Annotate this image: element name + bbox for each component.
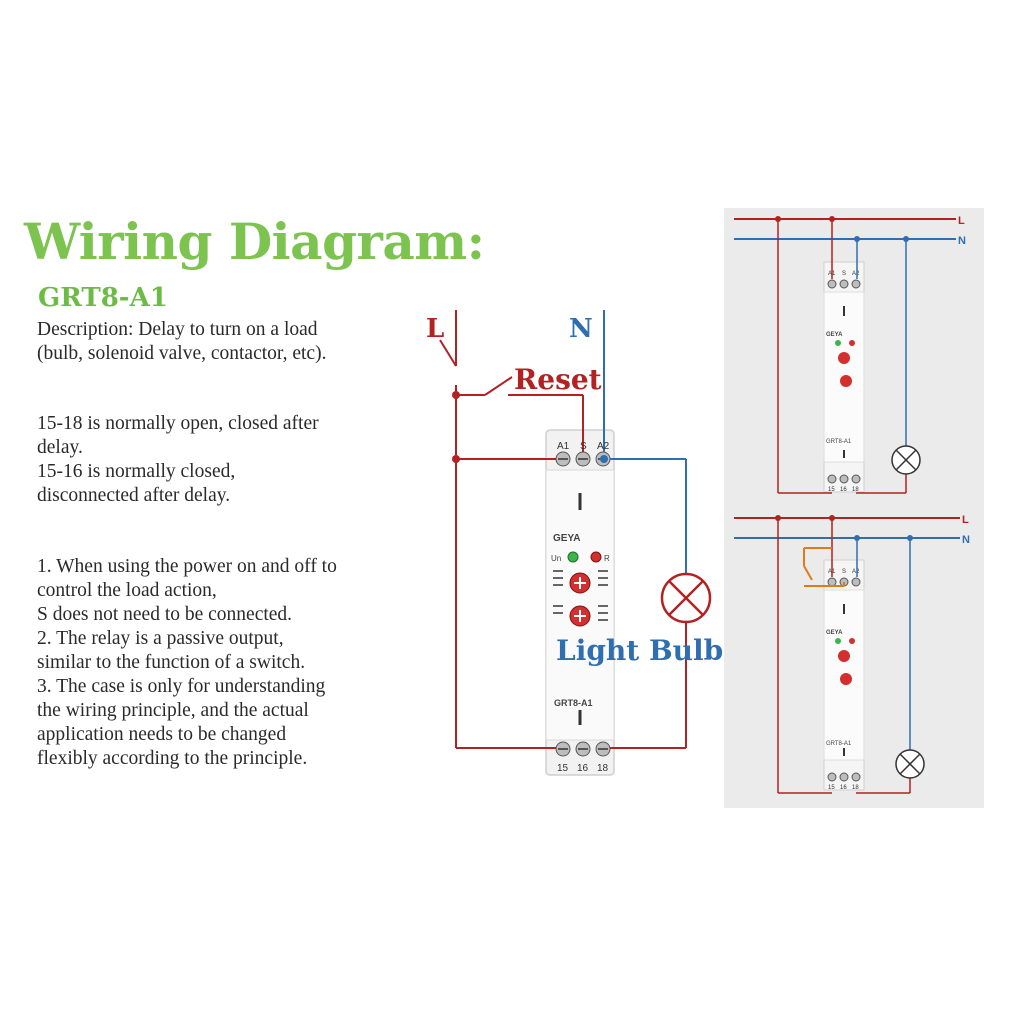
terminal-label: 16 — [840, 785, 847, 791]
live-label: L — [958, 215, 965, 227]
terminal-label: A2 — [852, 271, 860, 277]
neutral-label: N — [962, 534, 970, 546]
note-line: application needs to be changed — [37, 724, 287, 745]
un-indicator-label: Un — [551, 554, 561, 563]
mini-diagram-top: L N GEYA GRT8-A1 A1 S A2 15 16 18 — [724, 208, 984, 508]
mini-diagram-bottom: L N GEYA GRT8-A1 A1 S A2 15 16 18 — [724, 508, 984, 808]
description-line: (bulb, solenoid valve, contactor, etc). — [37, 343, 327, 364]
note-line: 1. When using the power on and off to — [37, 556, 337, 577]
terminal-label: 16 — [577, 763, 589, 774]
terminal-label: A2 — [852, 569, 860, 575]
light-bulb-icon — [891, 445, 921, 475]
model-name: GRT8-A1 — [38, 283, 168, 313]
note-line: the wiring principle, and the actual — [37, 700, 309, 721]
junction-dot — [600, 455, 608, 463]
terminal-label: 15 — [828, 487, 835, 493]
light-bulb-label: Light Bulb — [556, 634, 723, 667]
note-line: control the load action, — [37, 580, 217, 601]
main-relay — [545, 429, 615, 776]
terminal-label: S — [842, 271, 846, 277]
main-wiring-diagram: L N Reset Light Bulb GEYA Un R GRT8-A1 A… — [426, 310, 723, 776]
note-line: 2. The relay is a passive output, — [37, 628, 284, 649]
terminal-label: A1 — [557, 441, 570, 452]
light-bulb-icon — [660, 572, 712, 624]
brand-logo: GEYA — [826, 630, 843, 636]
terminal-label: 18 — [852, 785, 859, 791]
contacts-line: 15-16 is normally closed, — [37, 461, 236, 482]
load-wiring — [610, 622, 687, 749]
time-setting-dial — [569, 605, 591, 627]
note-line: flexibly according to the principle. — [37, 748, 308, 769]
contacts-line: 15-18 is normally open, closed after — [37, 413, 319, 434]
brand-logo: GEYA — [826, 332, 843, 338]
terminal-label: 18 — [597, 763, 609, 774]
live-label: L — [962, 514, 969, 526]
terminal-label: 15 — [557, 763, 569, 774]
terminal-label: 15 — [828, 785, 835, 791]
terminal-label: S — [842, 569, 846, 575]
relay-model-label: GRT8-A1 — [826, 439, 852, 445]
mini-relay: GEYA GRT8-A1 A1 S A2 15 16 18 — [823, 559, 865, 791]
neutral-label: N — [569, 314, 593, 344]
reset-label: Reset — [514, 363, 602, 396]
live-wiring — [439, 310, 584, 749]
neutral-label: N — [958, 235, 966, 247]
note-line: S does not need to be connected. — [37, 604, 293, 625]
contacts-text: 15-18 is normally open, closed after del… — [37, 412, 319, 508]
notes-text: 1. When using the power on and off to co… — [37, 555, 337, 771]
note-line: 3. The case is only for understanding — [37, 676, 326, 697]
terminal-label: A2 — [597, 441, 610, 452]
relay-model-label: GRT8-A1 — [554, 698, 593, 708]
note-line: similar to the function of a switch. — [37, 652, 306, 673]
relay-face — [553, 551, 608, 627]
bottom-terminals — [555, 741, 611, 757]
live-label: L — [426, 314, 444, 344]
terminal-label: 18 — [852, 487, 859, 493]
contacts-line: delay. — [37, 437, 83, 458]
diagram-title: Wiring Diagram: — [24, 212, 485, 271]
terminal-label: 16 — [840, 487, 847, 493]
description-line: Description: Delay to turn on a load — [37, 319, 318, 340]
time-range-dial — [569, 572, 591, 594]
relay-model-label: GRT8-A1 — [826, 741, 852, 747]
neutral-wiring — [603, 310, 687, 574]
switch-wiring — [803, 547, 845, 587]
junction-dot — [452, 391, 460, 399]
description-text: Description: Delay to turn on a load (bu… — [37, 318, 326, 366]
mini-relay: GEYA GRT8-A1 A1 S A2 15 16 18 — [823, 261, 865, 493]
r-indicator-label: R — [604, 554, 610, 563]
light-bulb-icon — [895, 749, 925, 779]
contacts-line: disconnected after delay. — [37, 485, 231, 506]
terminal-label: S — [580, 441, 587, 452]
junction-dot — [452, 455, 460, 463]
brand-logo: GEYA — [553, 533, 580, 544]
